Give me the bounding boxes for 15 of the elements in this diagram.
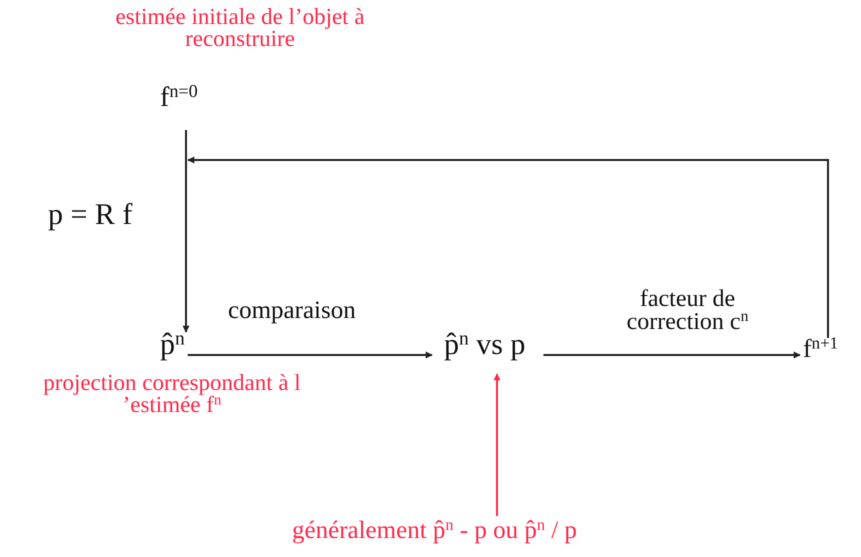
annotation-text: estimée initiale de l’objet à reconstruire bbox=[115, 6, 365, 50]
math-expression: p̂$^{n}$ bbox=[160, 330, 185, 360]
annotation-text: projection correspondant à l ’estimée f$^{n}$ bbox=[42, 372, 302, 416]
arrow bbox=[182, 130, 190, 333]
math-expression: f$^{n+1}$ bbox=[803, 336, 838, 362]
arrow bbox=[494, 373, 500, 516]
edge-label: facteur de correction c$^{n}$ bbox=[626, 288, 750, 334]
feedback-arrow bbox=[187, 156, 829, 338]
edge-label: p = R f bbox=[48, 200, 132, 230]
math-expression: généralement p̂$^{n}$ - p ou p̂$^{n}$ / p bbox=[292, 518, 577, 543]
edge-label: comparaison bbox=[228, 298, 356, 323]
arrow bbox=[543, 352, 801, 358]
math-expression: p̂$^{n}$ vs p bbox=[444, 330, 526, 360]
math-expression: f$^{n=0}$ bbox=[160, 84, 198, 112]
arrow bbox=[188, 352, 433, 358]
